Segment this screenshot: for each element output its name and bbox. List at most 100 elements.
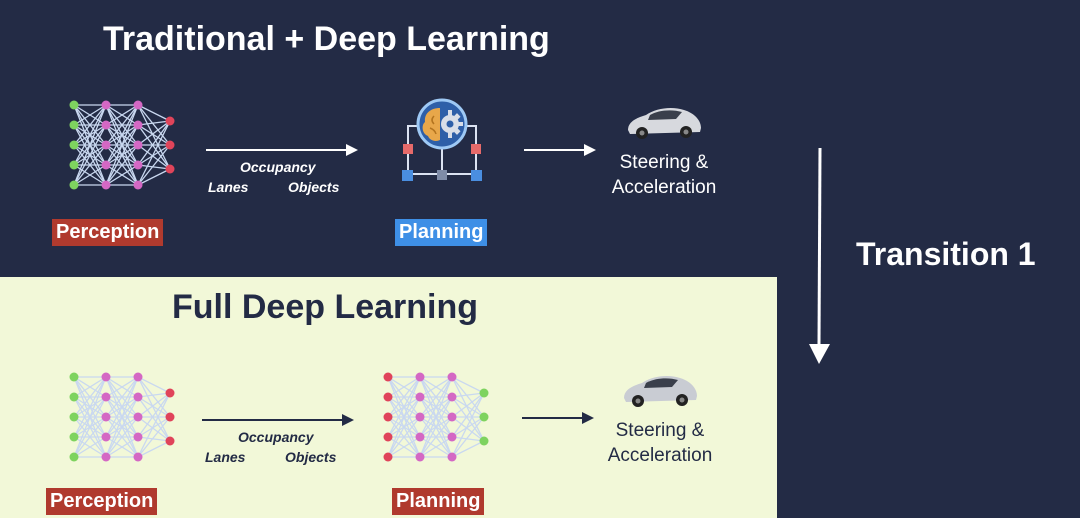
network-edge (105, 104, 139, 146)
network-node (133, 432, 143, 442)
top-occupancy-label: Occupancy (240, 159, 316, 175)
network-edge (137, 376, 171, 418)
network-edge (387, 376, 421, 398)
network-node (415, 432, 425, 442)
network-edge (105, 416, 139, 458)
network-edge (451, 392, 485, 438)
network-node (479, 412, 489, 422)
network-node (69, 432, 79, 442)
bottom-perception-badge: Perception (46, 488, 158, 515)
network-edge (451, 392, 485, 458)
network-edge (451, 396, 485, 418)
car-icon (628, 107, 701, 139)
network-node (383, 372, 393, 382)
network-edge (137, 392, 171, 458)
bottom-lanes-label: Lanes (205, 449, 246, 465)
network-edge (105, 104, 139, 166)
network-node (133, 140, 143, 150)
network-edge (105, 124, 139, 186)
top-output-line1: Steering & (619, 152, 709, 173)
network-node (447, 372, 457, 382)
network-edge (73, 104, 107, 126)
network-node (165, 116, 175, 126)
network-edge (73, 104, 107, 186)
network-edge (451, 376, 485, 442)
network-node (69, 140, 79, 150)
network-edge (137, 104, 171, 170)
network-edge (105, 144, 139, 186)
network-edge (137, 144, 171, 166)
network-edge (137, 392, 171, 398)
network-node (165, 436, 175, 446)
network-edge (137, 124, 171, 146)
network-edge (451, 392, 485, 398)
network-edge (451, 440, 485, 458)
network-edge (137, 120, 171, 166)
network-edge (73, 164, 107, 186)
network-node (69, 100, 79, 110)
network-edge (137, 124, 171, 170)
bottom-arrow-to-planning (202, 414, 354, 426)
network-edge (137, 376, 171, 394)
network-edge (419, 376, 453, 458)
network-edge (137, 416, 171, 438)
network-node (69, 120, 79, 130)
network-node (415, 452, 425, 462)
network-edge (73, 376, 107, 418)
top-output-text: Steering & Acceleration (604, 150, 724, 200)
network-node (69, 392, 79, 402)
brain-gear-planning-icon (402, 98, 482, 181)
bottom-planning-badge: Planning (392, 488, 485, 515)
neural-network-icon (69, 100, 175, 190)
network-node (447, 432, 457, 442)
network-edge (419, 416, 453, 458)
traditional-section-title: Traditional + Deep Learning (103, 20, 550, 58)
network-node (101, 180, 111, 190)
network-node (447, 392, 457, 402)
network-node (101, 432, 111, 442)
network-edge (73, 144, 107, 186)
network-node (101, 372, 111, 382)
network-edge (137, 392, 171, 438)
network-node (133, 452, 143, 462)
network-node (101, 100, 111, 110)
network-edge (137, 144, 171, 186)
network-edge (137, 144, 171, 170)
network-edge (137, 104, 171, 122)
top-planning-badge: Planning (395, 219, 488, 246)
network-edge (387, 376, 421, 438)
network-edge (137, 168, 171, 186)
network-edge (105, 396, 139, 458)
network-node (479, 436, 489, 446)
bottom-objects-label: Objects (285, 449, 337, 465)
network-node (101, 412, 111, 422)
network-node (383, 452, 393, 462)
network-edge (387, 376, 421, 458)
network-edge (73, 416, 107, 458)
car-icon (624, 375, 697, 407)
network-node (133, 100, 143, 110)
network-node (69, 412, 79, 422)
network-edge (137, 392, 171, 418)
top-arrow-to-output (524, 144, 596, 156)
transition-arrow (809, 147, 830, 364)
network-edge (137, 436, 171, 442)
network-edge (451, 416, 485, 442)
bottom-arrow-to-output (522, 412, 594, 424)
network-edge (387, 396, 421, 458)
network-edge (137, 120, 171, 146)
network-edge (137, 164, 171, 170)
network-edge (137, 104, 171, 146)
network-node (101, 452, 111, 462)
network-node (415, 392, 425, 402)
network-node (133, 160, 143, 170)
network-node (447, 412, 457, 422)
network-edge (73, 104, 107, 146)
network-node (479, 388, 489, 398)
network-edge (105, 376, 139, 418)
full-deep-learning-title: Full Deep Learning (172, 288, 479, 326)
network-node (101, 140, 111, 150)
network-edge (137, 396, 171, 442)
network-edge (419, 396, 453, 458)
network-edge (419, 376, 453, 418)
